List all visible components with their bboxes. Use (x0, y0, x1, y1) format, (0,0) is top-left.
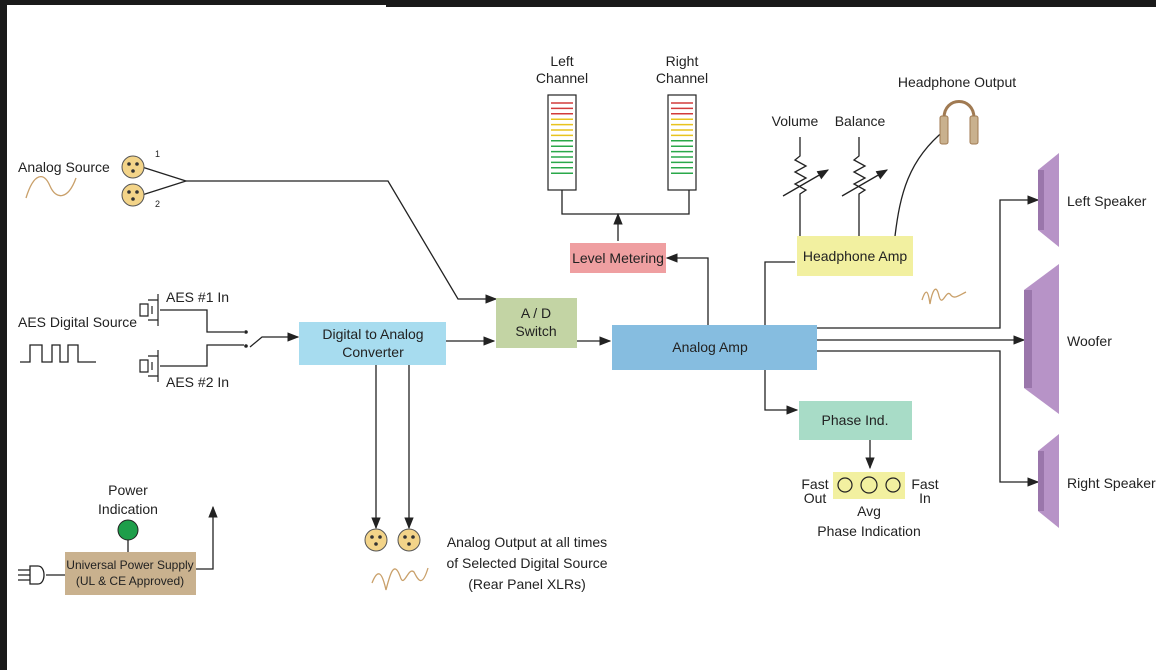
right-meter-bars (671, 102, 693, 174)
ad-switch-label-line1: A / D (521, 305, 551, 321)
power-indication-label-line2: Indication (98, 501, 158, 517)
analog-output-xlrs: Analog Output at all times of Selected D… (364, 528, 608, 592)
headphones-icon (939, 100, 979, 145)
xlr-input-2-icon (121, 183, 145, 207)
right-meter-frame (667, 94, 697, 191)
bnc-connector-2-icon (139, 350, 159, 382)
dac-label-line2: Converter (342, 344, 404, 360)
sine-wave-icon (25, 176, 77, 199)
phase-ind-block: Phase Ind. (799, 401, 912, 440)
switch-contact-2 (244, 344, 248, 348)
power-supply-label-line2: (UL & CE Approved) (76, 574, 184, 588)
volume-label: Volume (772, 113, 819, 129)
analog-source-label: Analog Source (18, 159, 110, 175)
headphone-amp-block: Headphone Amp (797, 236, 913, 276)
left-speaker-label: Left Speaker (1067, 193, 1147, 209)
power-plug-icon (18, 565, 45, 585)
phase-ind-box (799, 401, 912, 440)
bnc-connector-1-icon (139, 294, 159, 326)
aes-digital-source-label: AES Digital Source (18, 314, 137, 330)
left-channel-label-line2: Channel (536, 70, 588, 86)
phase-indicator: Fast Out Fast In Avg Phase Indication (801, 472, 939, 539)
headphone-waveform-icon (921, 288, 967, 305)
output-waveform-icon (371, 567, 429, 591)
frame-left-border (0, 0, 7, 670)
power-supply-label-line1: Universal Power Supply (66, 558, 193, 572)
woofer-icon (1024, 264, 1059, 414)
right-speaker-icon (1038, 434, 1059, 528)
frame-top-border (0, 0, 386, 5)
headphone-amp-box (797, 236, 913, 276)
ad-switch-box (496, 298, 577, 348)
switch-contact-1 (244, 330, 248, 334)
analog-amp-box (612, 325, 817, 370)
aes-1-in-label: AES #1 In (166, 289, 229, 305)
fast-in-label-line1: Fast (911, 476, 938, 492)
power-led-icon (117, 519, 139, 541)
left-speaker-icon (1038, 153, 1059, 247)
left-meter-frame (547, 94, 577, 191)
analog-amp-block: Analog Amp (612, 325, 817, 370)
aes-digital-source: AES Digital Source AES #1 In AES #2 In (18, 289, 248, 390)
xlr-output-2-icon (397, 528, 421, 552)
level-metering-label: Level Metering (572, 250, 664, 266)
right-channel-meter: Right Channel (656, 53, 708, 191)
right-speaker-label: Right Speaker (1067, 475, 1156, 491)
aes-2-in-label: AES #2 In (166, 374, 229, 390)
input-1-number: 1 (155, 149, 160, 159)
phase-indicator-panel (833, 472, 905, 499)
avg-label: Avg (857, 503, 881, 519)
headphone-amp-label: Headphone Amp (803, 248, 908, 264)
level-metering-block: Level Metering (570, 243, 666, 273)
right-channel-label-line2: Channel (656, 70, 708, 86)
phase-ind-label: Phase Ind. (822, 412, 889, 428)
fast-in-label-line2: In (919, 490, 931, 506)
xlr-input-1-icon (121, 155, 145, 179)
xlr-output-1-icon (364, 528, 388, 552)
analog-amp-label: Analog Amp (672, 339, 748, 355)
phase-indication-label: Phase Indication (817, 523, 921, 539)
dac-box (299, 322, 446, 365)
dac-block: Digital to Analog Converter (299, 322, 446, 365)
power-supply-box (65, 552, 196, 595)
dac-label-line1: Digital to Analog (322, 326, 423, 342)
ad-switch-label-line2: Switch (515, 323, 556, 339)
frame-top-border-right (386, 0, 1156, 7)
left-meter-bars (551, 102, 573, 174)
fast-out-label-line2: Out (804, 490, 827, 506)
balance-label: Balance (835, 113, 886, 129)
power-supply-block: Universal Power Supply (UL & CE Approved… (65, 552, 196, 595)
power-indication-label-line1: Power (108, 482, 148, 498)
phase-led-avg (860, 476, 878, 494)
square-wave-icon (20, 344, 96, 363)
signal-wires (46, 129, 1040, 576)
analog-source: Analog Source 1 2 (18, 149, 160, 209)
phase-led-fast-in (885, 477, 901, 493)
power-indication: Power Indication (98, 482, 158, 541)
fast-out-label-line1: Fast (801, 476, 828, 492)
left-channel-meter: Left Channel (536, 53, 588, 191)
ad-switch-block: A / D Switch (496, 298, 577, 348)
phase-led-fast-out (837, 477, 853, 493)
analog-output-label-line1: Analog Output at all times (447, 534, 607, 550)
headphone-output-label: Headphone Output (898, 74, 1016, 90)
analog-output-label-line3: (Rear Panel XLRs) (468, 576, 586, 592)
input-2-number: 2 (155, 199, 160, 209)
level-metering-box (570, 243, 666, 273)
right-channel-label-line1: Right (666, 53, 699, 69)
analog-output-label-line2: of Selected Digital Source (446, 555, 607, 571)
woofer-label: Woofer (1067, 333, 1112, 349)
left-channel-label-line1: Left (550, 53, 573, 69)
